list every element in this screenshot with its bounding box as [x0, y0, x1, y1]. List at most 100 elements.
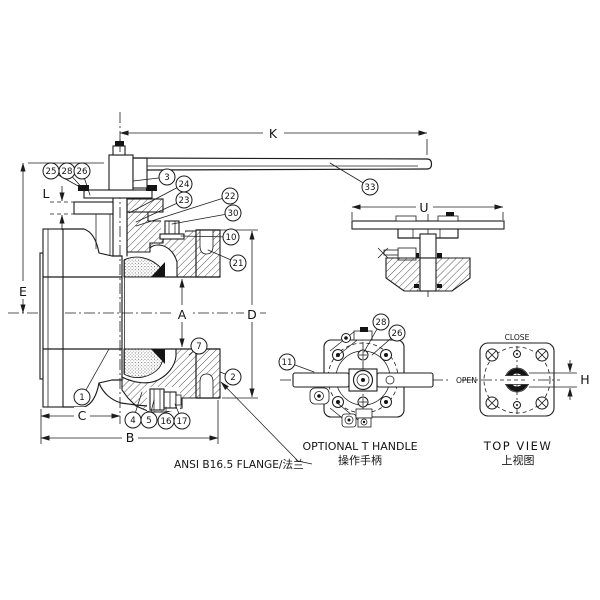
svg-text:16: 16: [161, 417, 172, 427]
svg-text:17: 17: [177, 417, 188, 427]
stem-nut: [112, 145, 126, 156]
dimension-H: H: [529, 360, 590, 400]
left-flange: [39, 228, 64, 408]
t-bar-right: [376, 372, 434, 388]
drain-plug: [147, 387, 182, 411]
stem-top-slot: [504, 367, 530, 393]
balloon-23: 23: [135, 191, 193, 223]
open-label: OPEN: [456, 376, 477, 385]
balloon-17: 17: [173, 403, 191, 430]
gland-bolt-right: [146, 185, 157, 191]
svg-text:3: 3: [164, 173, 169, 183]
svg-text:2: 2: [230, 373, 235, 383]
pin-cross-mark: [377, 247, 389, 259]
svg-text:33: 33: [365, 183, 376, 193]
stem-bolt-cap: [115, 141, 124, 146]
flange-bolt-slot-top: [199, 229, 214, 255]
body-bolt: [159, 217, 185, 240]
valve-body-outline: [42, 214, 221, 408]
svg-text:25: 25: [46, 167, 57, 177]
svg-text:4: 4: [130, 416, 135, 426]
stem-lower-side: [419, 257, 437, 292]
seat-upper: [151, 262, 165, 277]
balloon-22: 22: [135, 187, 239, 227]
svg-text:28: 28: [62, 167, 73, 177]
lever-handle: [132, 157, 433, 171]
balloon-10: 10: [180, 228, 240, 246]
t-handle-view: [280, 327, 450, 428]
dimension-B: B: [40, 400, 219, 445]
balloon-21: 21: [207, 249, 247, 272]
body-upper-right: [149, 230, 197, 278]
svg-text:26: 26: [392, 329, 403, 339]
dim-label-A: A: [178, 307, 187, 322]
washer: [159, 233, 185, 240]
svg-text:1: 1: [79, 393, 84, 403]
dimension-A: A: [174, 278, 190, 348]
svg-text:7: 7: [196, 342, 201, 352]
handle-bar-side: [351, 220, 505, 230]
seat-lower: [151, 349, 165, 364]
dimension-K: K: [119, 124, 428, 155]
handle-clamp: [132, 157, 148, 189]
handle-side-view: U: [351, 198, 505, 300]
dimension-L: L: [43, 186, 80, 230]
dimension-C: C: [40, 407, 121, 423]
flange-note-leader: [220, 381, 313, 465]
dim-label-B: B: [126, 430, 135, 445]
captions: ANSI B16.5 FLANGE/法兰 OPTIONAL T HANDLE 操…: [174, 381, 553, 471]
balloon-2: 2: [219, 368, 242, 386]
svg-text:21: 21: [233, 259, 244, 269]
dim-label-D: D: [247, 307, 257, 322]
stem-side: [419, 233, 437, 259]
dim-label-K: K: [269, 126, 278, 141]
close-label: CLOSE: [505, 333, 530, 342]
balloon-3: 3: [132, 168, 176, 186]
part-balloons: 25 28 26 3 24 23 22 30 10 21 33 1 7 2 4 …: [42, 162, 406, 430]
t-bar-hole: [385, 375, 395, 385]
balloon-30: 30: [171, 204, 242, 225]
t-bar-left: [292, 372, 350, 388]
top-view-caption-en: TOP VIEW: [483, 439, 553, 453]
flange-bolt-slot-bottom: [199, 373, 214, 399]
stem-assembly: [73, 141, 157, 257]
dim-label-C: C: [78, 408, 87, 423]
top-view-screws: [485, 348, 549, 410]
svg-text:5: 5: [146, 416, 151, 426]
svg-text:26: 26: [77, 167, 88, 177]
balloon-33: 33: [329, 162, 379, 196]
pad-bolts: [332, 349, 392, 408]
gland-packing: [126, 198, 164, 213]
balloon-7: 7: [188, 337, 208, 356]
dim-label-E: E: [19, 284, 27, 299]
dim-label-L: L: [43, 186, 50, 201]
top-view: CLOSE OPEN H: [456, 333, 590, 417]
dim-label-U: U: [419, 200, 428, 215]
dim-label-H: H: [580, 372, 589, 387]
gland-bolt-left: [78, 185, 89, 191]
t-handle-caption-en: OPTIONAL T HANDLE: [302, 440, 417, 453]
svg-text:11: 11: [282, 358, 293, 368]
balloon-5: 5: [140, 399, 158, 429]
svg-text:24: 24: [179, 180, 190, 190]
balloon-24: 24: [128, 175, 193, 214]
balloon-26-t: 26: [371, 324, 406, 356]
main-section-view: [8, 112, 433, 424]
top-view-caption-zh: 上视图: [502, 453, 535, 467]
balloon-28-t: 28: [363, 313, 390, 353]
svg-text:30: 30: [228, 209, 239, 219]
stop-pin: [383, 249, 399, 256]
balloon-26: 26: [73, 162, 91, 196]
svg-text:10: 10: [226, 233, 237, 243]
svg-text:22: 22: [225, 192, 236, 202]
ball: [111, 255, 165, 381]
balloon-1: 1: [73, 348, 110, 406]
flange-note: ANSI B16.5 FLANGE/法兰: [174, 458, 304, 471]
balloon-11: 11: [278, 353, 315, 373]
stem-head: [108, 154, 134, 191]
mounting-pad: [73, 201, 114, 215]
svg-text:28: 28: [376, 318, 387, 328]
svg-text:23: 23: [179, 196, 190, 206]
gland-plate: [83, 189, 153, 199]
